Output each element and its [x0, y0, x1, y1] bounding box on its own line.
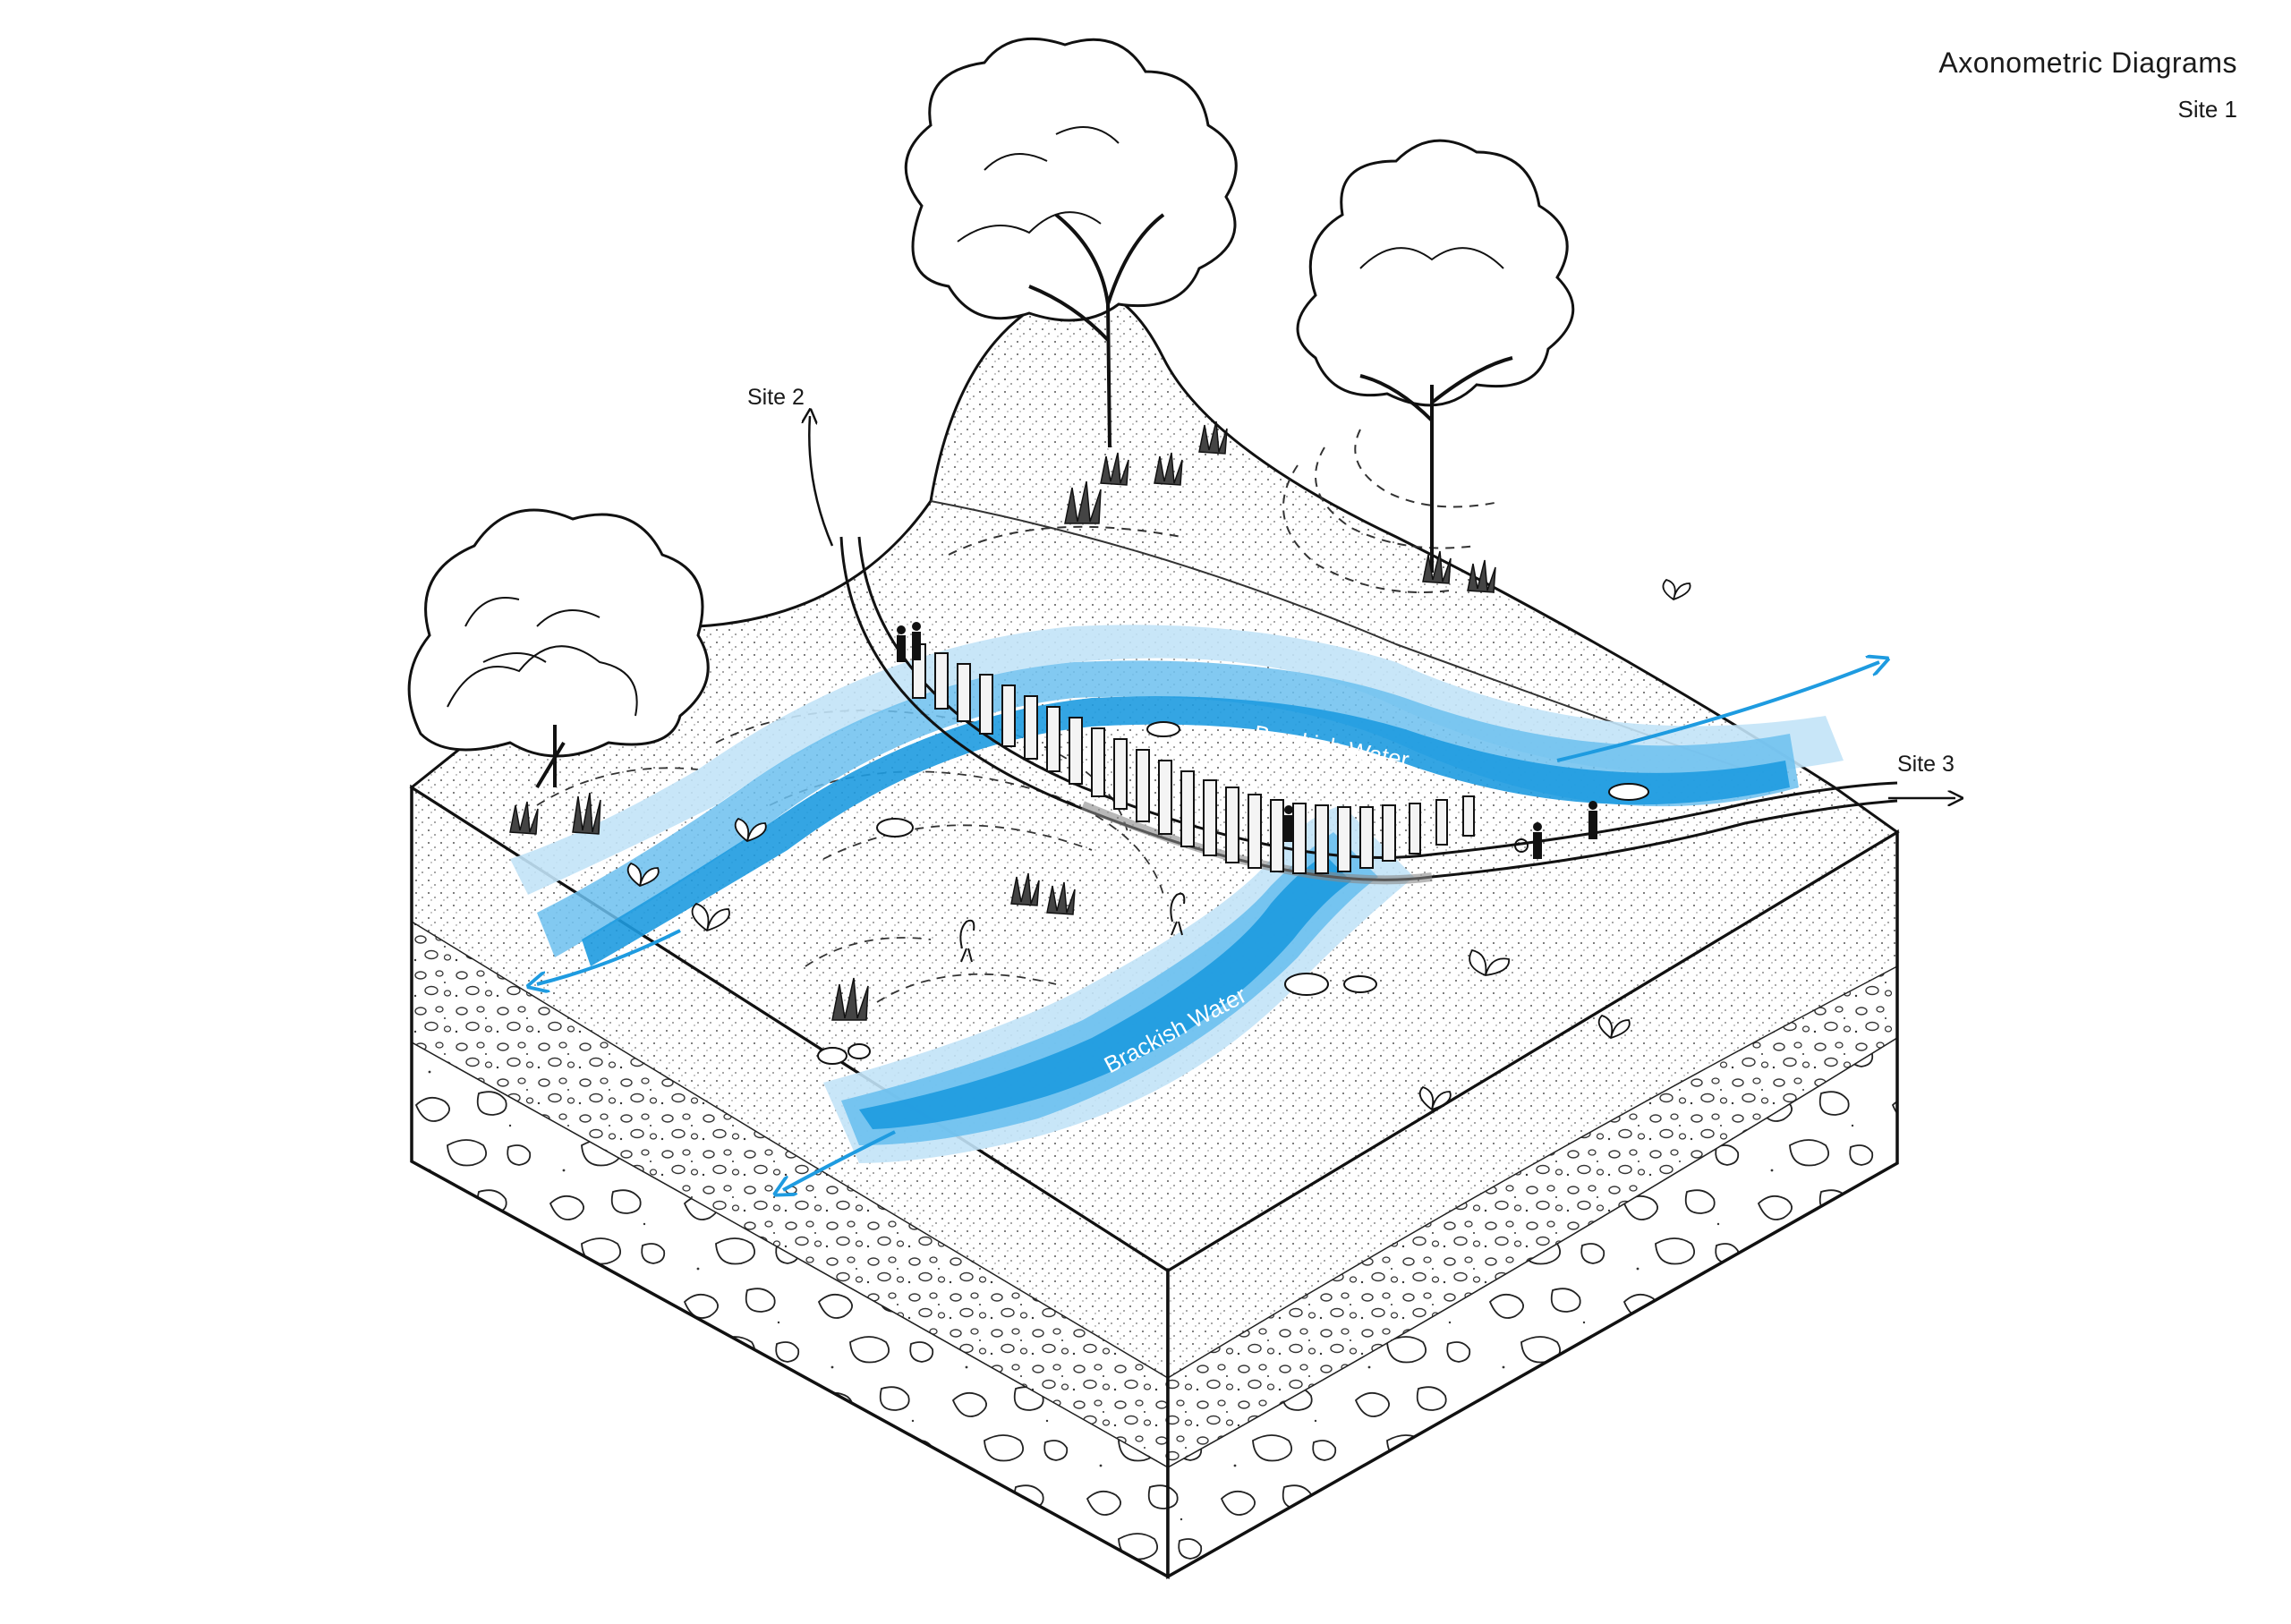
tree-right	[1296, 139, 1575, 573]
water-stream-lower: Brackish Water	[783, 805, 1414, 1190]
tree-center-large	[904, 37, 1238, 448]
title-block: Axonometric Diagrams Site 1	[1938, 47, 2237, 123]
site-3-label: Site 3	[1897, 752, 1955, 777]
shrubs	[509, 421, 1496, 1021]
boardwalk-fins	[912, 643, 1475, 874]
tree-left-bush	[407, 508, 710, 789]
herons	[959, 892, 1186, 963]
boardwalk	[839, 536, 1898, 885]
page-subtitle: Site 1	[2177, 96, 2238, 123]
people-silhouettes	[897, 622, 1597, 859]
surface-rocks	[817, 721, 1649, 1065]
site-2-label: Site 2	[747, 385, 805, 410]
site-2-arrow	[809, 416, 834, 547]
page-title: Axonometric Diagrams	[1938, 47, 2237, 79]
butterflies	[626, 578, 1691, 1110]
soil-block-right-face	[1166, 829, 1899, 1580]
